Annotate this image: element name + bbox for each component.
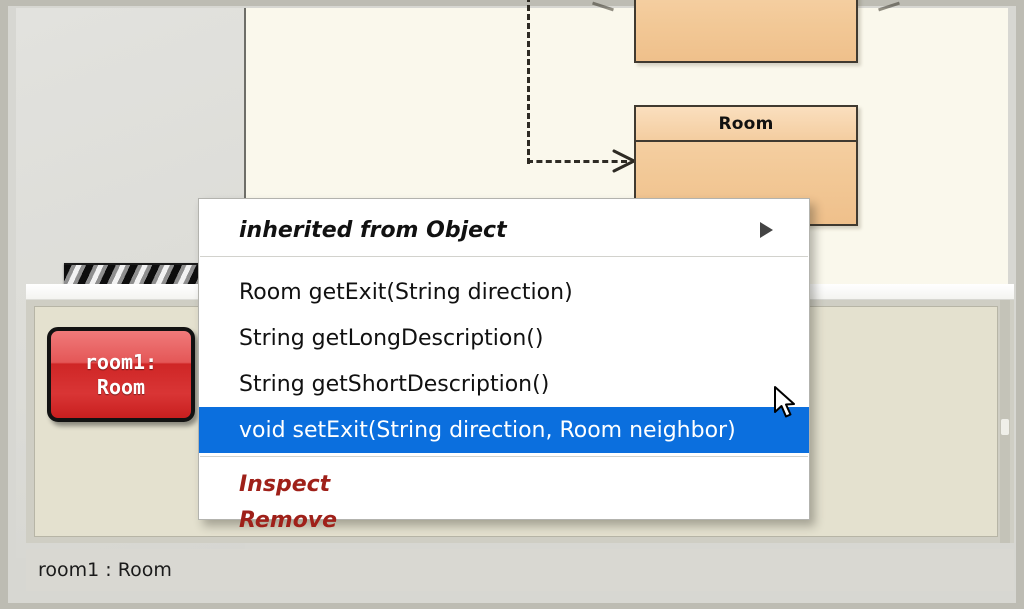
menu-item-remove-label: Remove bbox=[239, 507, 338, 533]
right-scroll-thumb[interactable] bbox=[1001, 419, 1009, 435]
menu-item-method-1[interactable]: String getLongDescription() bbox=[199, 315, 809, 361]
menu-item-inspect[interactable]: Inspect bbox=[199, 466, 809, 502]
menu-item-inspect-label: Inspect bbox=[239, 471, 331, 497]
uml-class-header-room: Room bbox=[636, 107, 856, 142]
status-bar-text: room1 : Room bbox=[38, 559, 172, 581]
menu-item-method-1-label: String getLongDescription() bbox=[239, 325, 544, 351]
menu-item-remove[interactable]: Remove bbox=[199, 502, 809, 538]
menu-separator-top bbox=[200, 256, 808, 257]
uml-class-box-partial[interactable] bbox=[634, 0, 858, 63]
menu-item-method-3[interactable]: void setExit(String direction, Room neig… bbox=[199, 407, 809, 453]
status-bar: room1 : Room bbox=[26, 549, 1014, 591]
menu-item-inherited-label: inherited from Object bbox=[239, 217, 507, 243]
arrowhead-icon bbox=[612, 149, 636, 173]
menu-top-padding bbox=[199, 199, 809, 207]
bench-object-room1[interactable]: room1: Room bbox=[47, 327, 195, 422]
menu-mid-padding bbox=[199, 260, 809, 269]
menu-item-method-3-label: void setExit(String direction, Room neig… bbox=[239, 417, 736, 443]
uml-class-name-room: Room bbox=[718, 113, 774, 134]
menu-item-method-0[interactable]: Room getExit(String direction) bbox=[199, 269, 809, 315]
menu-item-method-2[interactable]: String getShortDescription() bbox=[199, 361, 809, 407]
dependency-arrow-horizontal bbox=[527, 160, 627, 163]
dependency-arrow-vertical bbox=[527, 0, 530, 164]
menu-separator-bottom bbox=[200, 456, 808, 457]
menu-item-inherited-from-object[interactable]: inherited from Object bbox=[199, 207, 809, 253]
bench-object-instance-label: room1: bbox=[84, 350, 158, 375]
pane-splitter[interactable] bbox=[244, 8, 246, 296]
mouse-cursor-icon bbox=[774, 386, 795, 418]
bench-object-type-label: Room bbox=[96, 374, 146, 399]
chevron-right-icon bbox=[760, 222, 773, 238]
menu-item-method-2-label: String getShortDescription() bbox=[239, 371, 550, 397]
menu-item-method-0-label: Room getExit(String direction) bbox=[239, 279, 573, 305]
object-bench-drag-handle[interactable] bbox=[64, 263, 214, 286]
context-menu[interactable]: inherited from Object Room getExit(Strin… bbox=[198, 198, 810, 533]
